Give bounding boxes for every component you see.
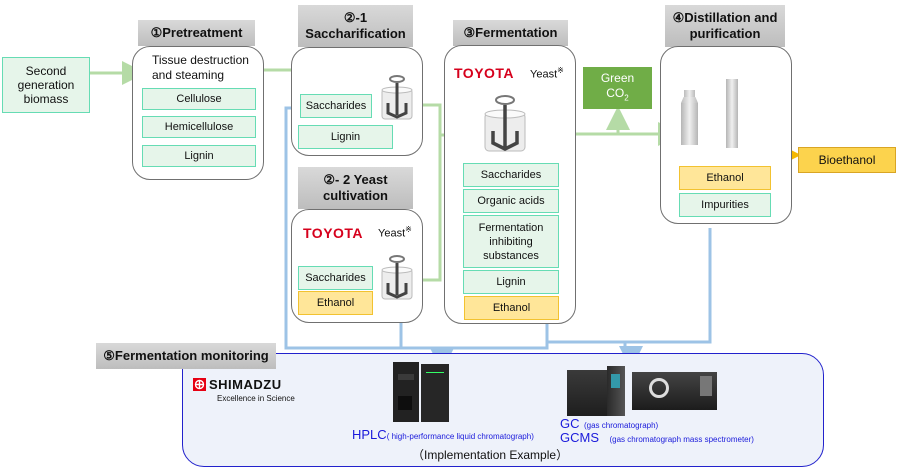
hplc-instrument-image	[393, 362, 450, 422]
toyota-logo: TOYOTA	[303, 225, 364, 241]
toyota-logo: TOYOTA	[454, 65, 515, 81]
saccharification-component: Saccharides	[300, 94, 372, 118]
fermentation-component: Saccharides	[463, 163, 559, 187]
biomass-input-box: Second generation biomass	[2, 57, 90, 113]
fermentation-component: Organic acids	[463, 189, 559, 213]
monitor-line-right	[545, 228, 712, 344]
saccharification-component: Lignin	[298, 125, 393, 149]
distillation-component: Ethanol	[679, 166, 771, 190]
hplc-label: HPLC( high-performance liquid chromatogr…	[352, 427, 534, 442]
yeast-label: Yeast※	[378, 225, 412, 240]
yeast-cultivation-header: ②- 2 Yeast cultivation	[298, 167, 413, 209]
yeast-cultivation-component: Saccharides	[298, 266, 373, 290]
fermentation-header: ③Fermentation	[453, 20, 568, 46]
monitoring-header: ⑤Fermentation monitoring	[96, 343, 276, 369]
green-co2-box: Green CO2	[583, 67, 652, 109]
saccharification-header: ②-1 Saccharification	[298, 5, 413, 47]
fermentation-tank-icon	[483, 93, 527, 160]
pretreatment-description: Tissue destruction and steaming	[152, 53, 249, 82]
distillation-component: Impurities	[679, 193, 771, 217]
shimadzu-wordmark: SHIMADZU	[209, 377, 282, 392]
pretreatment-component: Cellulose	[142, 88, 256, 110]
fermentation-component: Ethanol	[464, 296, 559, 320]
pretreatment-component: Lignin	[142, 145, 256, 167]
fermentation-component: Lignin	[463, 270, 559, 294]
shimadzu-logo: SHIMADZU Excellence in Science	[193, 377, 295, 403]
gcms-label: GCMS (gas chromatograph mass spectromete…	[560, 430, 754, 445]
distillation-header: ④Distillation and purification	[665, 5, 785, 47]
implementation-example-note: （Implementation Example）	[412, 448, 569, 462]
saccharification-tank-icon	[380, 73, 414, 128]
monitoring-panel	[182, 353, 824, 467]
distillation-column	[726, 79, 738, 148]
shimadzu-emblem-icon	[193, 378, 206, 391]
pretreatment-header: ①Pretreatment	[138, 20, 255, 46]
distillation-vessel	[681, 90, 698, 145]
yeast-tank-icon	[380, 253, 414, 308]
gc-instrument-image	[567, 366, 627, 416]
gcms-instrument-image	[632, 368, 717, 414]
pretreatment-component: Hemicellulose	[142, 116, 256, 138]
biomass-label: Second generation biomass	[17, 64, 75, 106]
fermentation-component: Fermentation inhibiting substances	[463, 215, 559, 268]
shimadzu-tagline: Excellence in Science	[217, 394, 295, 403]
bioethanol-output-box: Bioethanol	[798, 147, 896, 173]
gc-label: GC (gas chromatograph)	[560, 416, 659, 431]
yeast-cultivation-component: Ethanol	[298, 291, 373, 315]
yeast-label: Yeast※	[530, 66, 564, 81]
